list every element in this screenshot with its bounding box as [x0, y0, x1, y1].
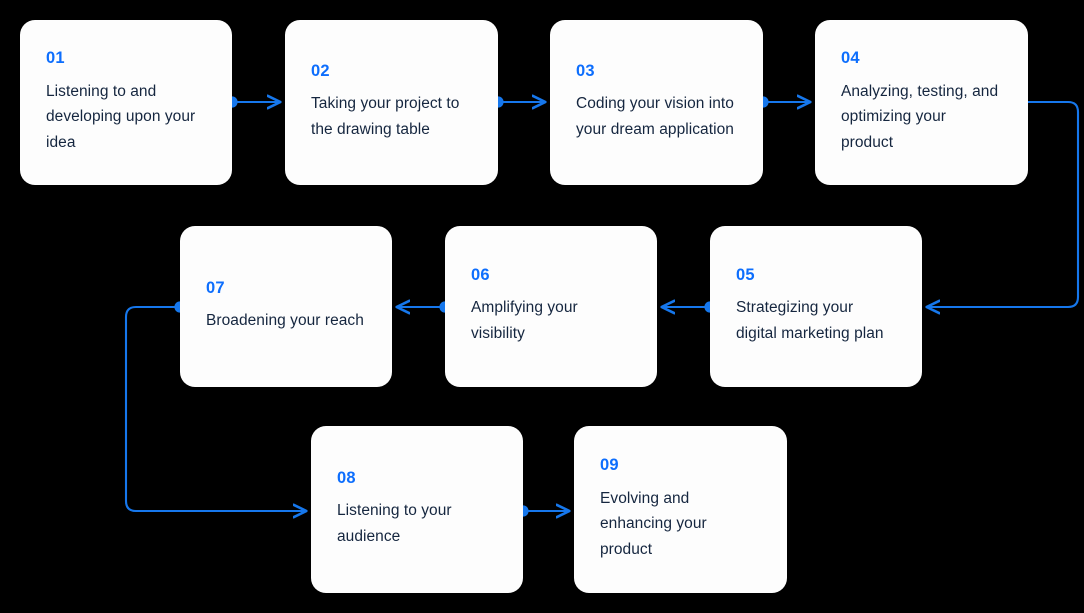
- step-text: Coding your vision into your dream appli…: [576, 95, 734, 138]
- step-text: Broadening your reach: [206, 312, 364, 329]
- step-number: 07: [206, 278, 225, 297]
- connector-02-03: [492, 96, 545, 107]
- step-text: Strategizing your digital marketing plan: [736, 299, 884, 342]
- connector-05-06: [662, 301, 716, 312]
- step-card-06[interactable]: 06 Amplifying your visibility: [445, 226, 657, 387]
- step-text: Analyzing, testing, and optimizing your …: [841, 82, 999, 151]
- step-card-08[interactable]: 08 Listening to your audience: [311, 426, 523, 593]
- step-number: 08: [337, 468, 356, 487]
- step-text: Taking your project to the drawing table: [311, 95, 460, 138]
- connector-03-04: [757, 96, 810, 107]
- step-card-01[interactable]: 01 Listening to and developing upon your…: [20, 20, 232, 185]
- step-number: 02: [311, 61, 330, 80]
- step-number: 03: [576, 61, 595, 80]
- step-card-07[interactable]: 07 Broadening your reach: [180, 226, 392, 387]
- connector-01-02: [226, 96, 280, 107]
- step-text: Evolving and enhancing your product: [600, 489, 707, 558]
- step-number: 09: [600, 456, 619, 474]
- step-number: 05: [736, 265, 755, 284]
- step-card-09[interactable]: 09 Evolving and enhancing your product: [574, 426, 787, 593]
- step-number: 01: [46, 49, 65, 67]
- step-number: 06: [471, 265, 490, 284]
- connector-06-07: [397, 301, 451, 312]
- step-card-04[interactable]: 04 Analyzing, testing, and optimizing yo…: [815, 20, 1028, 185]
- step-card-02[interactable]: 02 Taking your project to the drawing ta…: [285, 20, 498, 185]
- step-card-03[interactable]: 03 Coding your vision into your dream ap…: [550, 20, 763, 185]
- step-text: Listening to your audience: [337, 502, 452, 545]
- step-text: Listening to and developing upon your id…: [46, 82, 196, 151]
- step-text: Amplifying your visibility: [471, 299, 578, 342]
- connector-08-09: [517, 505, 569, 516]
- step-card-05[interactable]: 05 Strategizing your digital marketing p…: [710, 226, 922, 387]
- step-number: 04: [841, 49, 860, 67]
